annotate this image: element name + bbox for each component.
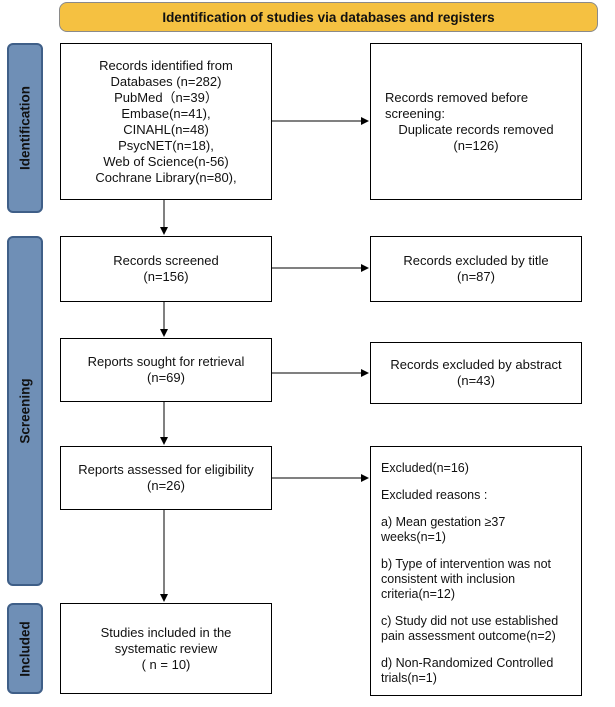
excluded-abstract-count: (n=43) (457, 373, 495, 388)
reports-sought-box: Reports sought for retrieval (n=69) (60, 338, 272, 402)
included-line: Studies included in the (100, 624, 232, 640)
studies-included-box: Studies included in the systematic revie… (60, 603, 272, 694)
identified-line: Web of Science(n-56) (103, 153, 229, 169)
excluded-reason-b: b) Type of intervention was not consiste… (381, 557, 552, 601)
excluded-title-label: Records excluded by title (403, 253, 549, 268)
identified-line: Records identified from (99, 57, 233, 73)
identified-line: Embase(n=41), (121, 105, 211, 121)
records-removed-box: Records removed before screening: Duplic… (370, 43, 582, 200)
excluded-abstract-label: Records excluded by abstract (390, 357, 562, 372)
identified-line: PsycNET(n=18), (118, 137, 214, 153)
records-identified-box: Records identified from Databases (n=282… (60, 43, 272, 200)
sought-label: Reports sought for retrieval (87, 354, 245, 369)
screened-count: (n=156) (143, 269, 189, 284)
removed-line: Records removed before (385, 89, 529, 105)
assessed-count: (n=26) (147, 478, 185, 493)
identified-line: PubMed（n=39） (114, 89, 218, 105)
phase-included: Included (7, 603, 43, 694)
reports-assessed-box: Reports assessed for eligibility (n=26) (60, 446, 272, 510)
screened-label: Records screened (113, 253, 219, 268)
identified-line: Cochrane Library(n=80), (95, 169, 237, 185)
removed-line: Duplicate records removed (398, 121, 554, 137)
excluded-total: Excluded(n=16) (381, 461, 469, 475)
removed-line: screening: (385, 105, 445, 121)
sought-count: (n=69) (147, 370, 185, 385)
included-line: ( n = 10) (141, 656, 191, 672)
phase-screening: Screening (7, 236, 43, 586)
records-screened-box: Records screened (n=156) (60, 236, 272, 302)
excluded-title-count: (n=87) (457, 269, 495, 284)
excluded-abstract-box: Records excluded by abstract (n=43) (370, 342, 582, 404)
excluded-reason-c: c) Study did not use established pain as… (381, 614, 559, 643)
phase-identification: Identification (7, 43, 43, 213)
identified-line: CINAHL(n=48) (123, 121, 209, 137)
header-banner: Identification of studies via databases … (59, 2, 598, 32)
excluded-title-box: Records excluded by title (n=87) (370, 236, 582, 302)
assessed-label: Reports assessed for eligibility (78, 462, 254, 477)
excluded-reason-d: d) Non-Randomized Controlled trials(n=1) (381, 656, 554, 685)
excluded-reasons-heading: Excluded reasons : (381, 488, 488, 502)
identified-line: Databases (n=282) (110, 73, 222, 89)
excluded-reason-a: a) Mean gestation ≥37 weeks(n=1) (381, 515, 506, 544)
removed-line: (n=126) (453, 137, 499, 153)
excluded-reasons-box: Excluded(n=16) Excluded reasons : a) Mea… (370, 446, 582, 696)
included-line: systematic review (114, 640, 218, 656)
